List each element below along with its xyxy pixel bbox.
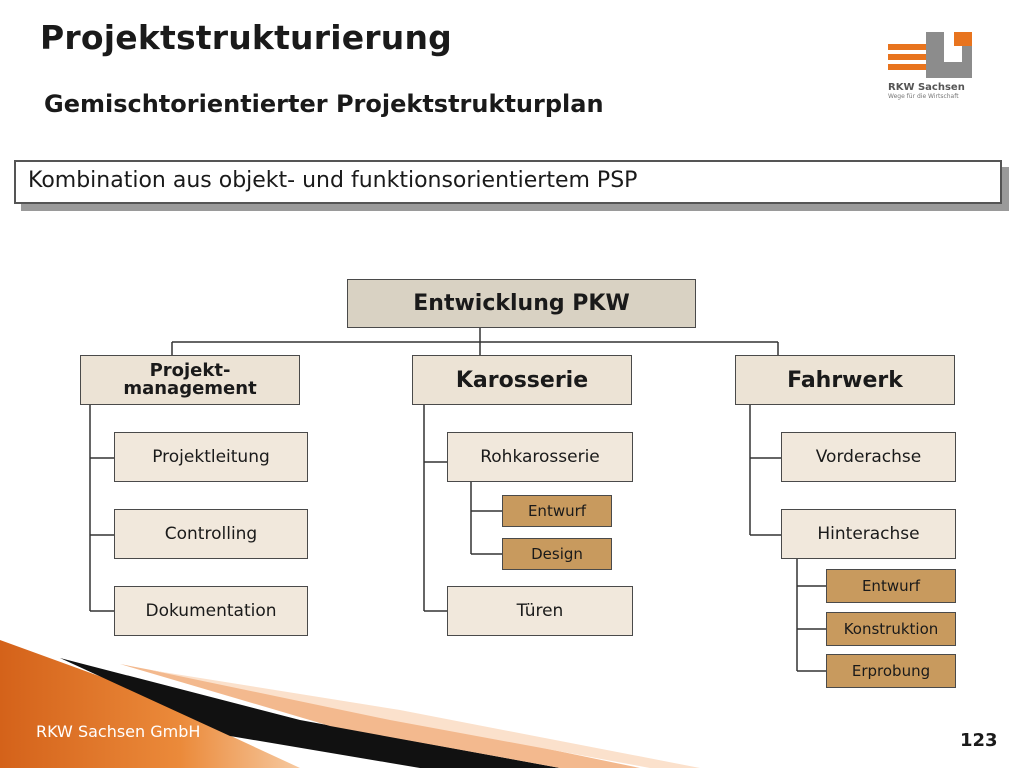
task-label: Controlling	[164, 524, 258, 544]
page-subtitle: Gemischtorientierter Projektstrukturplan	[44, 90, 604, 118]
page-title: Projektstrukturierung	[40, 18, 452, 57]
task-node-hinterachse: Hinterachse	[781, 509, 956, 559]
branch-label: Projekt- management	[123, 360, 257, 399]
branch-node-karosserie: Karosserie	[412, 355, 632, 405]
subtask-node-design: Design	[502, 538, 612, 570]
task-label: Dokumentation	[145, 601, 277, 621]
task-node-tueren: Türen	[447, 586, 633, 636]
footer-swoosh	[0, 640, 700, 768]
subtask-node-erprobung: Erprobung	[826, 654, 956, 688]
definition-banner: Kombination aus objekt- und funktionsori…	[14, 160, 1002, 204]
subtask-label: Entwurf	[861, 577, 921, 595]
task-node-projektleitung: Projektleitung	[114, 432, 308, 482]
logo-tagline: Wege für die Wirtschaft	[888, 93, 959, 100]
task-label: Projektleitung	[152, 447, 270, 467]
subtask-label: Konstruktion	[843, 620, 939, 638]
task-label: Vorderachse	[815, 447, 922, 467]
logo-stripe	[888, 54, 926, 60]
branch-node-projektmanagement: Projekt- management	[80, 355, 300, 405]
task-node-controlling: Controlling	[114, 509, 308, 559]
root-node: Entwicklung PKW	[347, 279, 696, 328]
subtask-node-konstruktion: Konstruktion	[826, 612, 956, 646]
page-number: 123	[960, 730, 998, 751]
task-label: Türen	[516, 601, 564, 621]
branch-node-fahrwerk: Fahrwerk	[735, 355, 955, 405]
subtask-node-entwurf: Entwurf	[826, 569, 956, 603]
branch-label: Karosserie	[455, 367, 589, 393]
task-node-dokumentation: Dokumentation	[114, 586, 308, 636]
subtask-label: Erprobung	[851, 662, 931, 680]
branch-label: Fahrwerk	[787, 367, 903, 393]
task-label: Rohkarosserie	[480, 447, 600, 467]
task-label: Hinterachse	[817, 524, 920, 544]
rkw-logo: RKW Sachsen Wege für die Wirtschaft	[886, 32, 986, 104]
task-node-vorderachse: Vorderachse	[781, 432, 956, 482]
task-node-rohkarosserie: Rohkarosserie	[447, 432, 633, 482]
logo-stripe	[888, 64, 926, 70]
logo-corner	[954, 32, 972, 46]
logo-stripe	[888, 44, 926, 50]
root-label: Entwicklung PKW	[413, 291, 630, 316]
subtask-label: Design	[531, 545, 583, 563]
footer-company: RKW Sachsen GmbH	[36, 722, 201, 741]
banner-text: Kombination aus objekt- und funktionsori…	[28, 168, 638, 193]
subtask-label: Entwurf	[527, 502, 587, 520]
logo-name: RKW Sachsen	[888, 82, 965, 93]
subtask-node-entwurf: Entwurf	[502, 495, 612, 527]
